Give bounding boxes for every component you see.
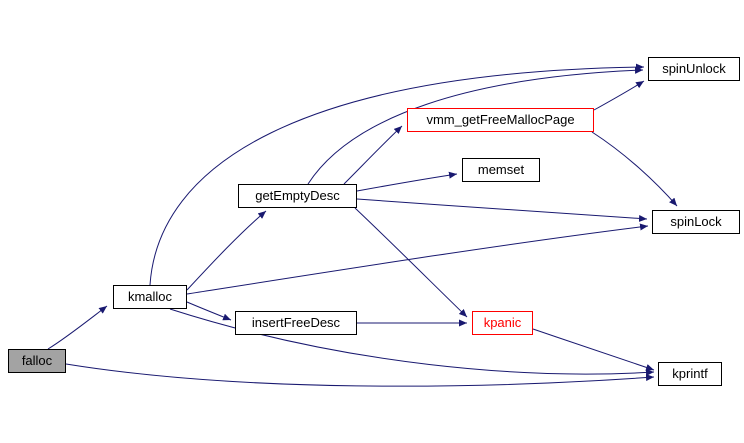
- node-spinUnlock[interactable]: spinUnlock: [648, 57, 740, 81]
- edge-kmalloc-insertFreeDesc: [186, 301, 232, 321]
- edge-getEmptyDesc-memset: [356, 171, 458, 192]
- edge-kmalloc-spinUnlock: [149, 63, 645, 286]
- edge-getEmptyDesc-spinLock: [356, 198, 648, 222]
- node-falloc: falloc: [8, 349, 66, 373]
- edge-vmm_getFreeMallocPage-spinUnlock: [593, 80, 645, 111]
- node-memset[interactable]: memset: [462, 158, 540, 182]
- edge-kpanic-kprintf: [532, 328, 655, 371]
- node-vmm_getFreeMallocPage[interactable]: vmm_getFreeMallocPage: [407, 108, 594, 132]
- edge-falloc-kprintf: [65, 363, 655, 387]
- edge-kmalloc-getEmptyDesc: [186, 210, 267, 291]
- edge-vmm_getFreeMallocPage-spinLock: [591, 131, 678, 207]
- node-spinLock[interactable]: spinLock: [652, 210, 740, 234]
- edge-getEmptyDesc-vmm_getFreeMallocPage: [343, 125, 403, 185]
- node-insertFreeDesc[interactable]: insertFreeDesc: [235, 311, 357, 335]
- edge-getEmptyDesc-kpanic: [354, 207, 468, 318]
- node-kmalloc[interactable]: kmalloc: [113, 285, 187, 309]
- node-kpanic[interactable]: kpanic: [472, 311, 533, 335]
- edge-kmalloc-spinLock: [186, 223, 649, 295]
- node-getEmptyDesc[interactable]: getEmptyDesc: [238, 184, 357, 208]
- edge-falloc-kmalloc: [47, 305, 108, 350]
- edge-getEmptyDesc-spinUnlock: [307, 66, 644, 185]
- node-kprintf[interactable]: kprintf: [658, 362, 722, 386]
